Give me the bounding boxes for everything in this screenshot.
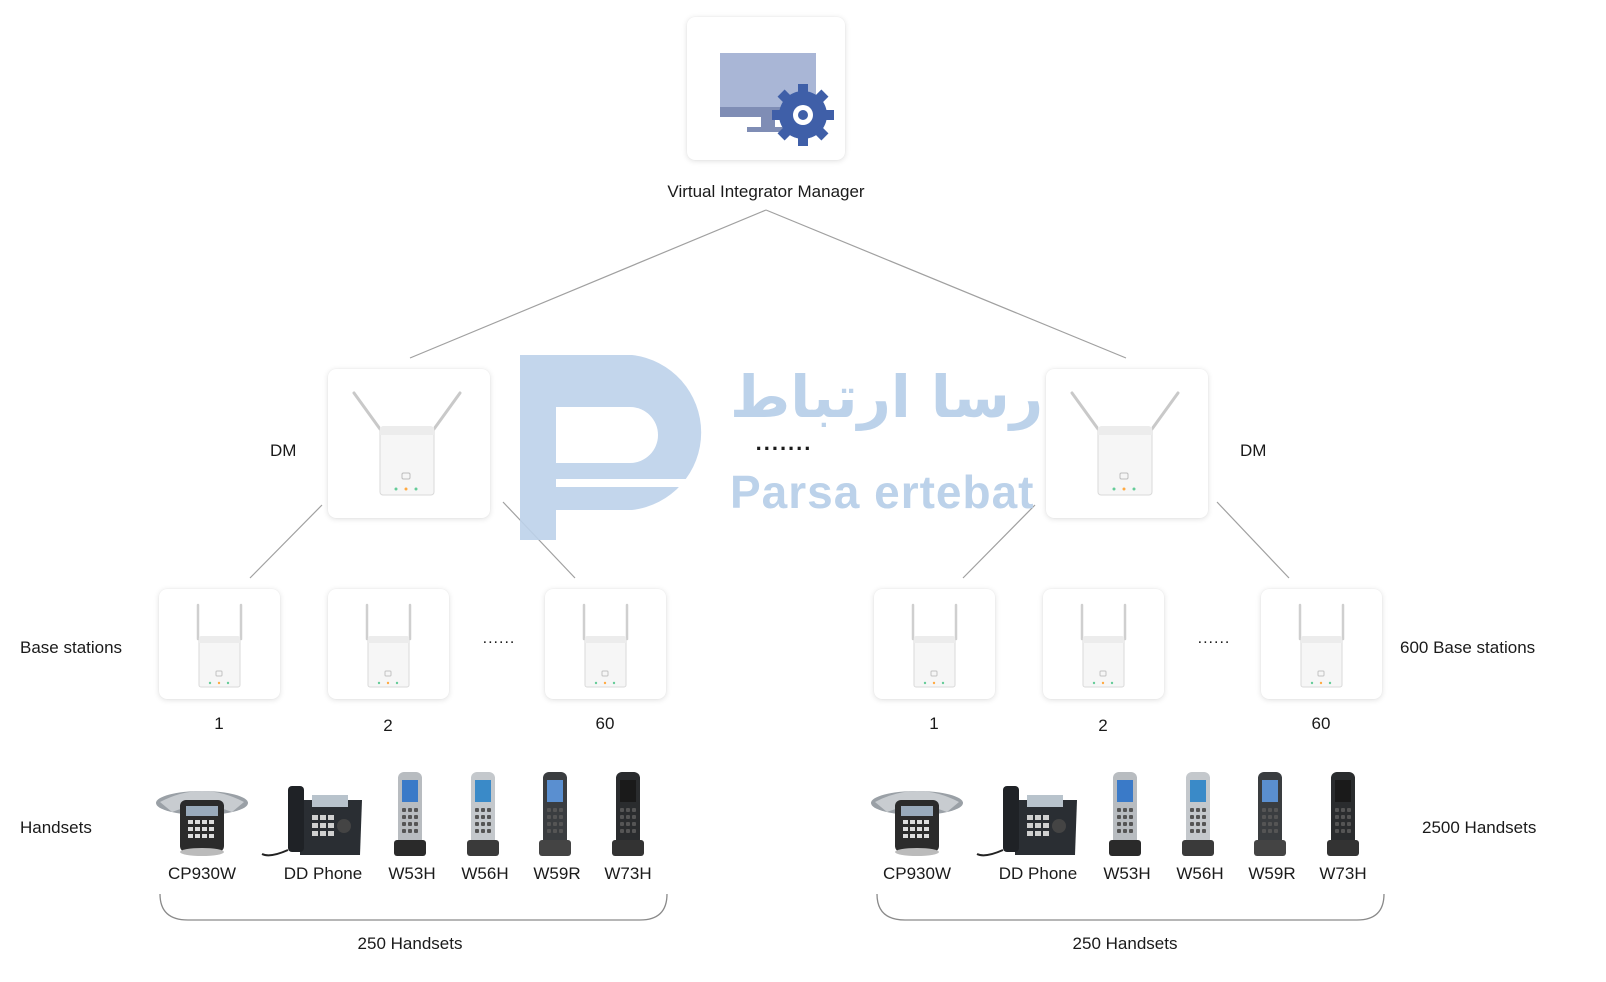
left-base-number-3: 60 (595, 714, 615, 733)
right-handset-label-5: W59R (1248, 864, 1296, 883)
w53h-handset-icon (1109, 772, 1141, 856)
right-base-station-card-3 (1261, 589, 1382, 699)
left-handset-label-1: CP930W (167, 864, 237, 883)
line-left-dm-base1 (249, 504, 323, 579)
watermark-english-text: Parsa ertebat (730, 466, 1035, 518)
left-dm-card (328, 369, 490, 518)
w53h-handset-icon (394, 772, 426, 856)
right-handsets-label: 2500 Handsets (1422, 818, 1537, 837)
base-station-icon (1080, 603, 1127, 688)
left-base-stations-label: Base stations (20, 638, 123, 657)
w56h-handset-icon (1182, 772, 1214, 856)
left-dm-label: DM (270, 441, 297, 460)
right-handset-label-4: W56H (1176, 864, 1224, 883)
line-right-dm-base1 (962, 504, 1036, 579)
watermark-logo (520, 355, 706, 540)
right-dm-card (1046, 369, 1208, 518)
left-handset-label-2: DD Phone (283, 864, 363, 883)
right-base-stations-label: 600 Base stations (1400, 638, 1536, 657)
vim-card (687, 17, 845, 160)
left-handset-label-6: W73H (604, 864, 652, 883)
desk-phone-icon (976, 786, 1077, 857)
base-station-icon (911, 603, 958, 688)
right-base-number-2: 2 (1098, 716, 1108, 735)
right-handset-brace (876, 893, 1385, 921)
dm-device-icon (1070, 391, 1180, 496)
right-brace-label: 250 Handsets (1072, 934, 1178, 953)
left-base-dots: ...... (482, 630, 516, 647)
base-station-icon (1298, 603, 1345, 688)
left-handset-label-3: W53H (388, 864, 436, 883)
desk-phone-icon (261, 786, 362, 857)
line-left-dm-base60 (502, 501, 576, 579)
left-handset-label-4: W56H (461, 864, 509, 883)
watermark-persian-text: پارسا ارتباط (730, 363, 1087, 431)
w56h-handset-icon (467, 772, 499, 856)
right-base-number-3: 60 (1311, 714, 1331, 733)
right-handset-label-2: DD Phone (998, 864, 1078, 883)
line-right-dm-base60 (1216, 501, 1290, 579)
line-vim-left-dm (409, 209, 767, 359)
w59r-handset-icon (539, 772, 571, 856)
base-station-icon (365, 603, 412, 688)
middle-dots: ....... (755, 430, 813, 455)
right-handset-images (871, 772, 1359, 857)
left-base-station-card-1 (159, 589, 280, 699)
w73h-handset-icon (1327, 772, 1359, 856)
base-station-icon (582, 603, 629, 688)
left-handset-images (156, 772, 644, 857)
right-base-number-1: 1 (929, 714, 939, 733)
right-handset-label-3: W53H (1103, 864, 1151, 883)
left-base-station-card-3 (545, 589, 666, 699)
base-station-icon (196, 603, 243, 688)
left-base-number-2: 2 (383, 716, 393, 735)
left-handset-label-5: W59R (533, 864, 581, 883)
monitor-gear-icon (720, 53, 834, 146)
right-base-dots: ...... (1197, 630, 1231, 647)
watermark: پارسا ارتباط Parsa ertebat (520, 355, 1087, 540)
conference-phone-icon (156, 791, 248, 856)
right-handset-label-1: CP930W (882, 864, 952, 883)
right-base-station-card-1 (874, 589, 995, 699)
conference-phone-icon (871, 791, 963, 856)
left-brace-label: 250 Handsets (357, 934, 463, 953)
left-base-station-card-2 (328, 589, 449, 699)
dm-device-icon (352, 391, 462, 496)
left-handset-brace (159, 893, 668, 921)
vim-label: Virtual Integrator Manager (667, 182, 865, 201)
line-vim-right-dm (765, 209, 1127, 359)
right-base-station-card-2 (1043, 589, 1164, 699)
w73h-handset-icon (612, 772, 644, 856)
right-dm-label: DM (1240, 441, 1267, 460)
left-handsets-label: Handsets (20, 818, 92, 837)
right-handset-label-6: W73H (1319, 864, 1367, 883)
w59r-handset-icon (1254, 772, 1286, 856)
left-base-number-1: 1 (214, 714, 224, 733)
